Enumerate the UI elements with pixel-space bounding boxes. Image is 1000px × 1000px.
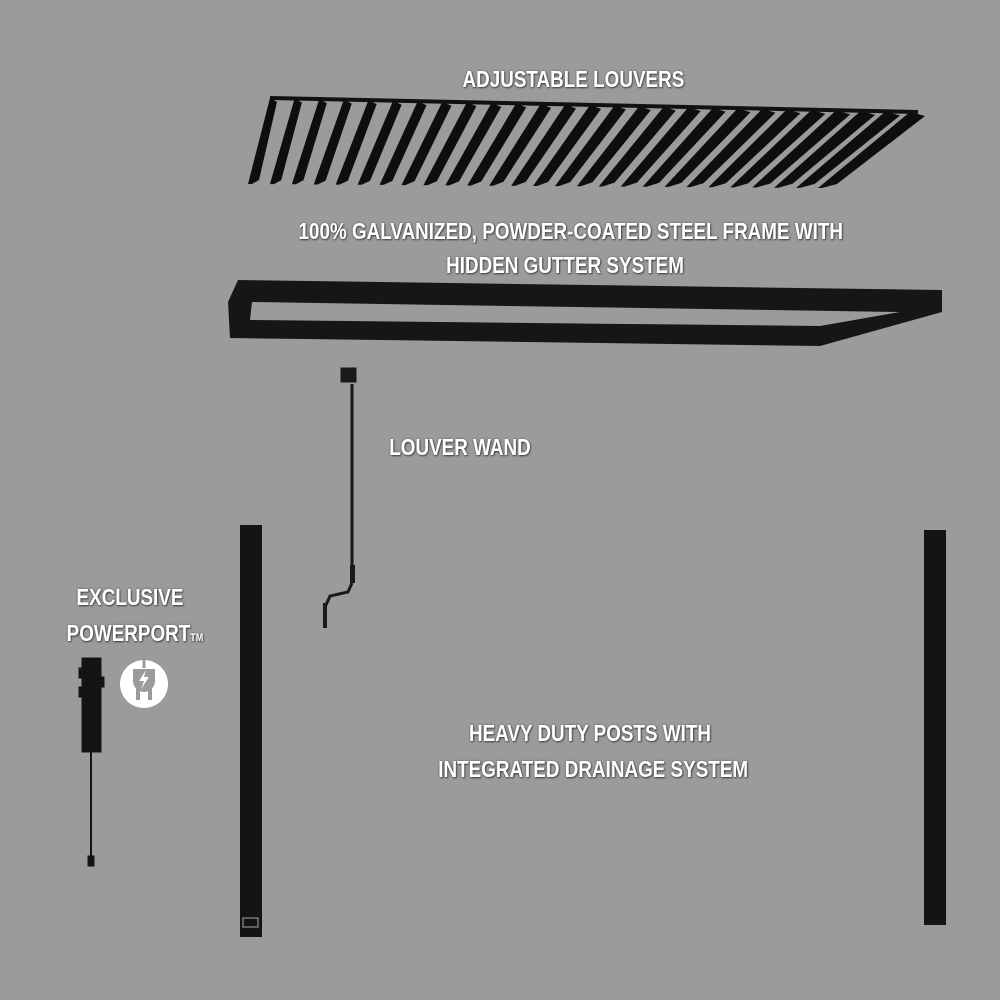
label-adjustable-louvers: ADJUSTABLE LOUVERS xyxy=(462,66,685,92)
louver-slat xyxy=(752,110,851,188)
louver-slat xyxy=(796,111,901,188)
label-powerport-line2: POWERPORTTM xyxy=(65,616,204,655)
label-posts-line2: INTEGRATED DRAINAGE SYSTEM xyxy=(438,756,749,782)
louver-slat xyxy=(708,109,801,188)
louver-slat xyxy=(533,105,601,186)
louver-slat xyxy=(576,106,651,187)
louver-slat xyxy=(774,110,876,188)
trademark-symbol: TM xyxy=(190,632,204,644)
louver-slat xyxy=(423,102,477,186)
louver-slat xyxy=(335,100,377,185)
louver-slat xyxy=(401,101,452,186)
powerport-name: POWERPORT xyxy=(66,620,191,646)
right-post-illustration xyxy=(924,530,946,925)
powerport-device-illustration xyxy=(78,657,105,867)
louver-slat xyxy=(686,108,776,188)
louver-slat xyxy=(357,100,402,185)
steel-frame-illustration xyxy=(228,280,942,346)
louver-slat xyxy=(511,104,577,186)
louver-slat xyxy=(664,108,751,187)
label-steel-frame-line1: 100% GALVANIZED, POWDER-COATED STEEL FRA… xyxy=(298,218,844,244)
power-plug-icon xyxy=(120,660,168,708)
louver-slat xyxy=(818,112,925,188)
louver-slat xyxy=(269,98,302,185)
louver-slat xyxy=(598,106,676,187)
louver-slat xyxy=(642,107,726,187)
louver-slat xyxy=(445,102,502,186)
label-steel-frame-line2: HIDDEN GUTTER SYSTEM xyxy=(446,252,684,278)
louver-slat xyxy=(379,101,427,185)
louver-slat xyxy=(620,107,701,187)
louver-slat xyxy=(467,103,527,186)
adjustable-louvers-illustration xyxy=(248,96,925,188)
louver-slat xyxy=(313,99,352,185)
louver-slat xyxy=(730,109,826,188)
louver-slat xyxy=(291,99,327,185)
louver-slat xyxy=(248,98,277,184)
label-louver-wand: LOUVER WAND xyxy=(389,434,531,460)
left-post-illustration xyxy=(240,525,262,937)
label-powerport-line1: EXCLUSIVE xyxy=(76,584,184,610)
louver-slat xyxy=(554,105,626,187)
louver-slat xyxy=(489,103,552,186)
louver-wand-illustration xyxy=(323,367,357,628)
label-posts-line1: HEAVY DUTY POSTS WITH xyxy=(468,720,712,746)
